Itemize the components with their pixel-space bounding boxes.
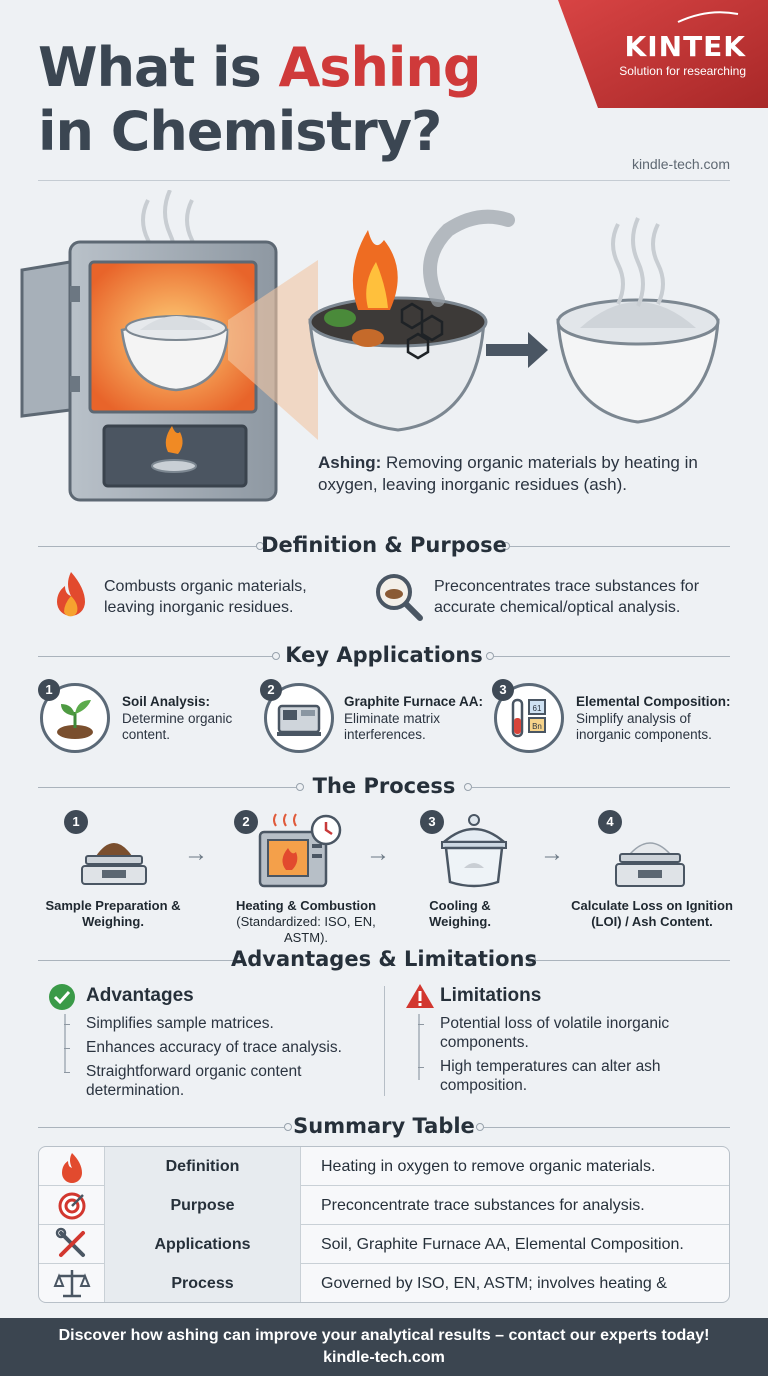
- magnifier-icon: [376, 574, 423, 621]
- table-row: Definition Heating in oxygen to remove o…: [39, 1147, 729, 1186]
- footer-cta: Discover how ashing can improve your ana…: [58, 1327, 710, 1344]
- step-label: Calculate Loss on Ignition (LOI) / Ash C…: [571, 898, 733, 929]
- section-heading: Summary Table: [293, 1114, 475, 1138]
- arrow-icon: →: [366, 840, 390, 867]
- table-row: Applications Soil, Graphite Furnace AA, …: [39, 1225, 729, 1264]
- advantage-item: Straightforward organic content determin…: [86, 1063, 302, 1099]
- warning-icon: [406, 984, 434, 1008]
- flame-icon: [57, 572, 85, 617]
- flame-icon: [39, 1147, 105, 1186]
- brand-logo: KINTEK: [624, 30, 746, 63]
- step-label-sub: (Standardized: ISO, EN, ASTM).: [236, 914, 376, 945]
- step-number: 1: [64, 810, 88, 834]
- step-number: 3: [420, 810, 444, 834]
- step-label: Heating & Combustion (Standardized: ISO,…: [214, 898, 398, 946]
- step-label: Sample Preparation & Weighing.: [45, 898, 181, 929]
- section-heading: The Process: [312, 774, 456, 798]
- arrow-icon: →: [184, 840, 208, 867]
- table-row: Purpose Preconcentrate trace substances …: [39, 1186, 729, 1225]
- target-icon: [39, 1186, 105, 1225]
- summary-table: Definition Heating in oxygen to remove o…: [38, 1146, 730, 1303]
- step-label-main: Heating & Combustion: [235, 898, 377, 913]
- ash-scale-icon: [615, 842, 685, 887]
- scale-icon: [39, 1264, 105, 1302]
- hero-illustration: [20, 190, 720, 502]
- definition-item: Preconcentrates trace substances for acc…: [434, 578, 700, 616]
- column-divider: [384, 986, 385, 1096]
- table-key: Process: [105, 1264, 301, 1302]
- section-heading: Definition & Purpose: [261, 533, 507, 557]
- table-key: Applications: [105, 1225, 301, 1264]
- step-number: 4: [598, 810, 622, 834]
- table-row: Process Governed by ISO, EN, ASTM; invol…: [39, 1264, 729, 1302]
- table-value: Heating in oxygen to remove organic mate…: [321, 1158, 656, 1175]
- limitation-item: Potential loss of volatile inorganic com…: [440, 1015, 670, 1051]
- limitation-item: High temperatures can alter ash composit…: [440, 1058, 661, 1094]
- instrument-icon: [264, 683, 334, 753]
- footer-link[interactable]: kindle-tech.com: [323, 1349, 445, 1366]
- title-accent: Ashing: [278, 36, 482, 99]
- section-adv-lim: Advantages & Limitations: [0, 945, 768, 975]
- page-title: What is Ashing in Chemistry?: [38, 36, 481, 164]
- footer-banner: Discover how ashing can improve your ana…: [0, 1318, 768, 1376]
- tools-icon: [39, 1225, 105, 1264]
- app-title: Graphite Furnace AA:: [344, 694, 484, 709]
- app-desc: Determine organic content.: [122, 711, 233, 742]
- app-desc: Simplify analysis of inorganic component…: [576, 711, 712, 742]
- hero-caption: Ashing: Removing organic materials by he…: [318, 452, 738, 496]
- section-summary: Summary Table: [0, 1112, 768, 1142]
- check-icon: [49, 984, 75, 1010]
- table-key: Definition: [105, 1147, 301, 1186]
- scale-sample-icon: [81, 843, 147, 885]
- section-applications: Key Applications: [0, 641, 768, 671]
- table-value: Soil, Graphite Furnace AA, Elemental Com…: [321, 1236, 684, 1253]
- desiccator-icon: [440, 814, 508, 888]
- site-url[interactable]: kindle-tech.com: [631, 156, 730, 172]
- title-line2: in Chemistry?: [38, 100, 442, 163]
- section-definition: Definition & Purpose: [0, 531, 768, 561]
- advantage-item: Enhances accuracy of trace analysis.: [86, 1039, 342, 1056]
- table-key: Purpose: [105, 1186, 301, 1225]
- app-title: Soil Analysis:: [122, 694, 211, 709]
- element-tile: Bn: [532, 722, 542, 731]
- app-number: 1: [38, 679, 60, 701]
- section-heading: Key Applications: [285, 643, 483, 667]
- brand-tagline: Solution for researching: [619, 64, 746, 78]
- table-value: Preconcentrate trace substances for anal…: [321, 1197, 645, 1214]
- arrow-icon: →: [540, 840, 564, 867]
- app-number: 3: [492, 679, 514, 701]
- app-title: Elemental Composition:: [576, 694, 731, 709]
- limitations-title: Limitations: [440, 985, 542, 1006]
- app-desc: Eliminate matrix interferences.: [344, 711, 441, 742]
- caption-term: Ashing:: [318, 453, 382, 472]
- title-prefix: What is: [38, 36, 279, 99]
- brand-banner: [558, 0, 768, 108]
- element-tile: 61: [533, 704, 542, 713]
- furnace-icon: [258, 813, 342, 888]
- caption-text: Removing organic materials by heating in…: [318, 453, 698, 494]
- table-value: Governed by ISO, EN, ASTM; involves heat…: [321, 1275, 667, 1292]
- step-label: Cooling & Weighing.: [429, 898, 491, 929]
- app-number: 2: [260, 679, 282, 701]
- section-process: The Process: [0, 772, 768, 802]
- definition-item: Combusts organic materials, leaving inor…: [104, 578, 307, 616]
- advantages-title: Advantages: [86, 985, 194, 1006]
- section-heading: Advantages & Limitations: [231, 947, 537, 971]
- step-number: 2: [234, 810, 258, 834]
- advantage-item: Simplifies sample matrices.: [86, 1015, 274, 1032]
- divider: [38, 180, 730, 181]
